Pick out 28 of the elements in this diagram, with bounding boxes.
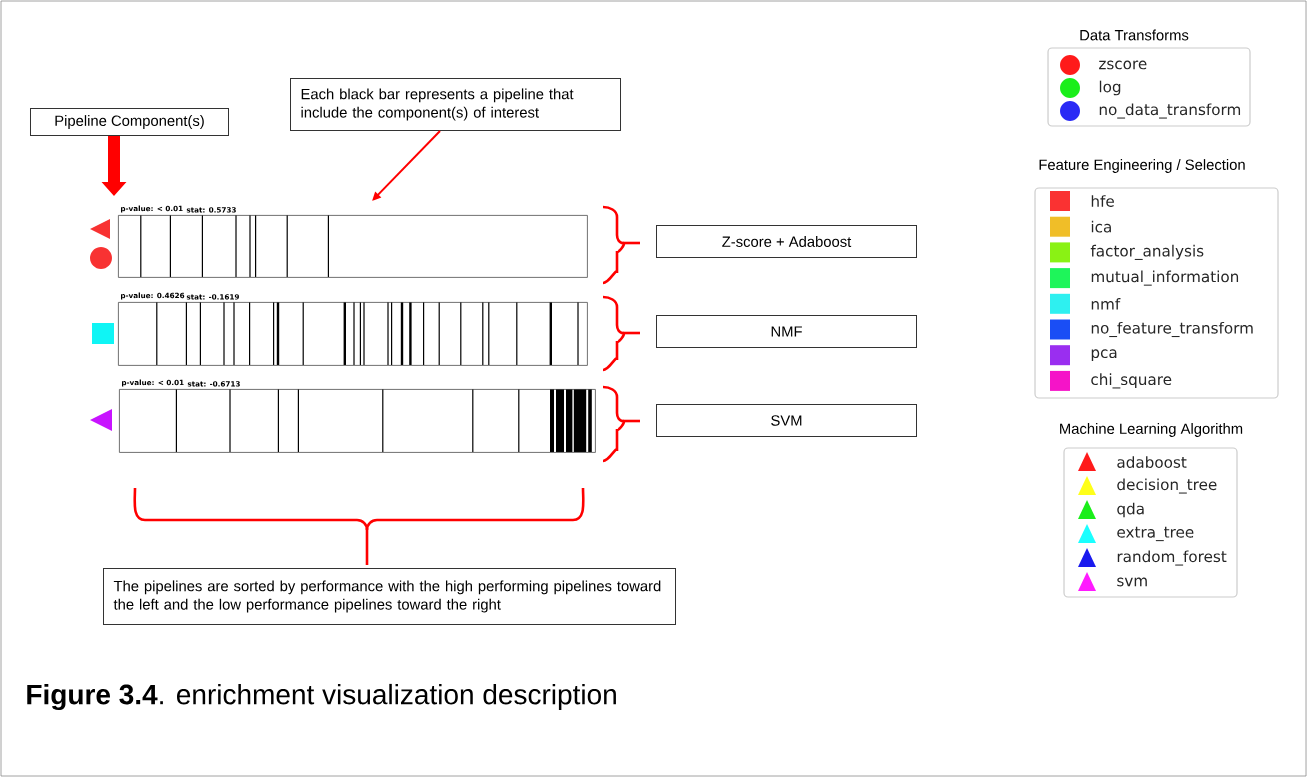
legend-label: qda [1117,502,1144,518]
legend-title: Feature Engineering / Selection [1039,159,1245,173]
arrow [372,130,441,201]
legend-label: no_data_transform [1099,103,1241,119]
legend-label: chi_square [1091,373,1172,389]
legend-label: decision_tree [1117,478,1217,494]
label-box: Z-score + Adaboost [656,225,917,258]
legend-label: factor_analysis [1090,244,1204,260]
caption: Figure 3.4. enrichment visualization description [27,683,616,711]
legend-label: no_feature_transform [1091,321,1253,338]
legend-label: adaboost [1117,456,1187,468]
callout-box: Each black bar represents a pipeline that include the component(s) of interest [290,78,621,131]
note-box: The pipelines are sorted by performance with the high performing pipelines toward the left and the low performance pipelines toward the right [103,568,676,625]
legend-title: Machine Learning Algorithm [1060,423,1243,437]
label-box: NMF [656,315,917,348]
legend-label: hfe [1091,195,1114,207]
legend-label: svm [1117,577,1147,587]
legend-title: Data Transforms [1080,29,1189,41]
legend-label: nmf [1091,298,1121,310]
legend-label: ica [1091,220,1111,233]
legend-label: random_forest [1117,550,1227,566]
legend-label: mutual_information [1091,270,1239,286]
label-box: SVM [656,404,917,437]
label-box: Pipeline Component(s) [30,108,229,136]
legend-label: zscore [1099,60,1147,70]
legend-label: pca [1091,349,1117,362]
legend-label: log [1099,80,1121,96]
legend-label: extra_tree [1117,526,1194,542]
